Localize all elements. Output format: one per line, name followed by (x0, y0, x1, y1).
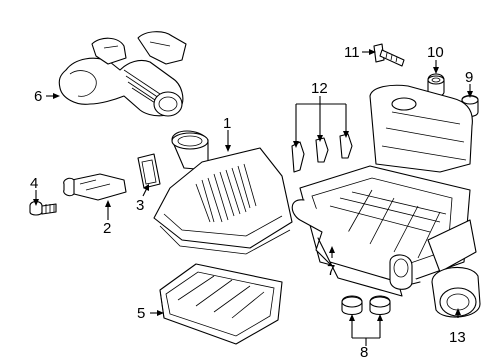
callout-1: 1 (223, 115, 231, 132)
callout-10: 10 (427, 44, 444, 61)
clips-12 (291, 133, 353, 173)
callout-2: 2 (103, 220, 111, 237)
lower-housing (291, 84, 477, 297)
bolt-11 (373, 43, 405, 67)
maf-sensor-2 (63, 173, 127, 201)
inlet-13 (431, 266, 481, 318)
gasket-3 (137, 153, 161, 189)
callout-6: 6 (34, 88, 42, 105)
callout-8: 8 (360, 344, 368, 360)
screw-4 (29, 200, 57, 216)
callout-4: 4 (30, 175, 38, 192)
callout-7: 7 (327, 262, 335, 279)
callout-11: 11 (344, 44, 360, 61)
air-cleaner-cover (153, 130, 293, 255)
callout-12: 12 (311, 80, 328, 97)
air-filter-5 (159, 263, 283, 345)
callout-9: 9 (465, 69, 473, 86)
grommets-8 (341, 295, 391, 316)
arrowheads (33, 49, 473, 321)
grommet-10 (427, 73, 445, 98)
callout-labels: 1 2 3 4 5 6 7 8 9 10 11 12 13 (30, 44, 473, 360)
intake-duct (58, 31, 187, 117)
callout-5: 5 (137, 305, 145, 322)
callout-13: 13 (449, 329, 466, 346)
callout-3: 3 (136, 197, 144, 214)
